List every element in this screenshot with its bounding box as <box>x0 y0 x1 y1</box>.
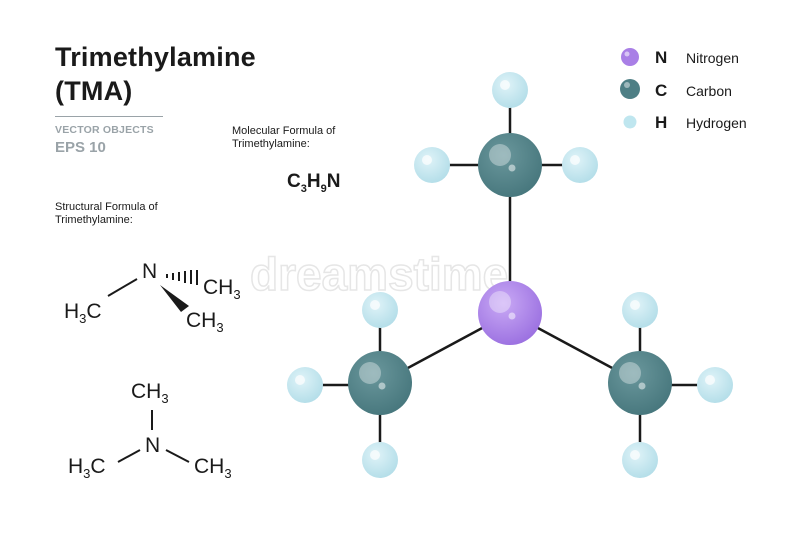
carbon-atom-left <box>348 351 412 415</box>
carbon-swatch-icon <box>620 79 640 99</box>
legend-swatches <box>620 48 640 129</box>
hydrogen-atom <box>622 442 658 478</box>
structural-formula-caption: Structural Formula of Trimethylamine: <box>55 201 158 227</box>
struct1-ch3-right: CH3 <box>203 276 241 302</box>
eps-label: EPS 10 <box>55 139 106 156</box>
struct2-left-c: H3C <box>68 455 106 481</box>
vector-objects-label: VECTOR OBJECTS <box>55 124 154 136</box>
formula-h: H <box>306 171 321 192</box>
struct1-hashed-bond <box>166 270 198 285</box>
formula-c-sub: 3 <box>300 182 307 195</box>
title-divider <box>55 116 163 117</box>
legend-symbol-nitrogen: N <box>655 48 668 67</box>
title-line-1: Trimethylamine <box>55 42 256 72</box>
struct2-n: N <box>145 434 160 457</box>
hydrogen-atom <box>562 147 598 183</box>
hydrogen-atom <box>697 367 733 403</box>
structural-formula-stereo: N H3C CH3 CH3 <box>64 260 241 335</box>
legend-symbol-carbon: C <box>655 81 668 100</box>
struct1-ch3-bottom: CH3 <box>186 309 224 335</box>
legend-name-hydrogen: Hydrogen <box>686 115 747 131</box>
watermark: dreamstime <box>250 248 508 300</box>
formula-h-sub: 9 <box>320 182 327 195</box>
legend-name-carbon: Carbon <box>686 83 732 99</box>
hydrogen-atom <box>287 367 323 403</box>
legend-name-nitrogen: Nitrogen <box>686 50 739 66</box>
structural-formula-planar: CH3 N H3C CH3 <box>68 380 232 481</box>
struct1-n: N <box>142 260 157 283</box>
molecular-caption-line-1: Molecular Formula of <box>232 125 336 137</box>
struct2-bond-right <box>165 449 190 463</box>
molecular-formula: C3H9N <box>287 171 340 195</box>
hydrogen-atom <box>622 292 658 328</box>
hydrogen-atom <box>362 442 398 478</box>
struct1-wedge-bond <box>160 285 189 312</box>
page-title: Trimethylamine (TMA) <box>55 40 256 108</box>
formula-n: N <box>326 171 341 192</box>
molecular-formula-caption: Molecular Formula of Trimethylamine: <box>232 125 335 151</box>
hydrogen-atoms <box>287 72 733 478</box>
struct1-bond-left <box>107 278 138 297</box>
legend-symbol-hydrogen: H <box>655 113 668 132</box>
hydrogen-swatch-icon <box>623 115 637 129</box>
hydrogen-atom <box>362 292 398 328</box>
struct1-left-c: H3C <box>64 300 102 326</box>
molecular-caption-line-2: Trimethylamine: <box>232 138 310 150</box>
carbon-atom-right <box>608 351 672 415</box>
nitrogen-atom <box>478 281 542 345</box>
carbon-atoms <box>348 133 672 415</box>
hydrogen-atom <box>492 72 528 108</box>
formula-c: C <box>287 171 301 192</box>
struct2-ch3-right: CH3 <box>194 455 232 481</box>
title-line-2: (TMA) <box>55 76 133 106</box>
struct2-ch3-top: CH3 <box>131 380 169 406</box>
hydrogen-atom <box>414 147 450 183</box>
carbon-atom-top <box>478 133 542 197</box>
struct2-bond-left <box>117 449 141 463</box>
structural-caption-line-2: Trimethylamine: <box>55 214 133 226</box>
structural-caption-line-1: Structural Formula of <box>55 201 158 213</box>
